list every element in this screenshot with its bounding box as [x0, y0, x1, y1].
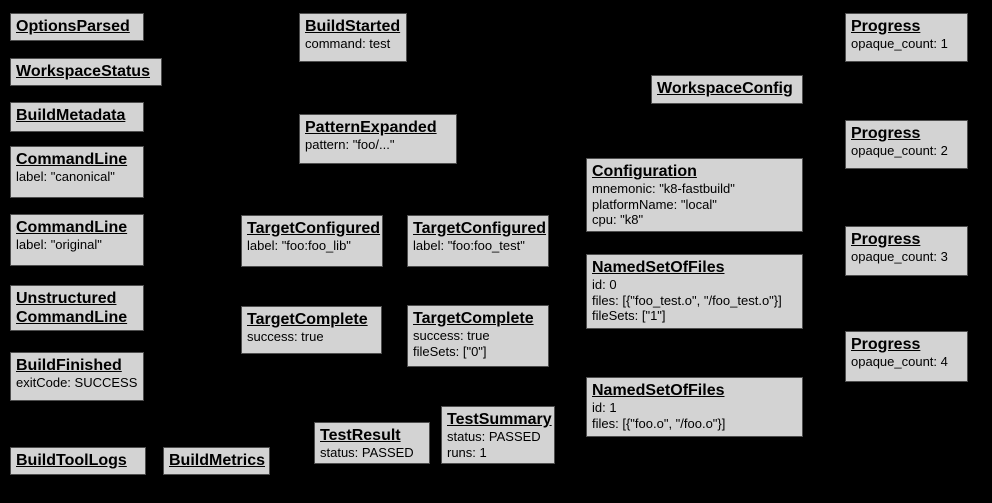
node-build-tool-logs: BuildToolLogs [10, 447, 146, 475]
node-title: Progress [851, 18, 921, 35]
node-field: cpu: "k8" [592, 212, 644, 227]
node-command-line-original: CommandLine label: "original" [10, 214, 144, 266]
node-title: TargetConfigured [413, 220, 547, 237]
node-named-set-of-files-1: NamedSetOfFiles id: 1 files: [{"foo.o", … [586, 377, 803, 437]
node-unstructured-command-line: Unstructured CommandLine [10, 285, 144, 331]
node-title: PatternExpanded [305, 119, 437, 136]
node-build-started: BuildStarted command: test [299, 13, 407, 62]
node-field: fileSets: ["0"] [413, 343, 487, 359]
node-title: Progress [851, 336, 921, 353]
node-title: TestResult [320, 427, 401, 444]
node-field: status: PASSED [447, 429, 541, 444]
node-field: id: 1 [592, 400, 617, 415]
node-field: label: "foo:foo_test" [413, 238, 525, 253]
node-title: BuildStarted [305, 18, 401, 35]
node-field: files: [{"foo.o", "/foo.o"}] [592, 415, 726, 431]
node-title: CommandLine [16, 151, 128, 168]
node-workspace-status: WorkspaceStatus [10, 58, 162, 86]
node-pattern-expanded: PatternExpanded pattern: "foo/..." [299, 114, 457, 164]
node-field: label: "foo:foo_lib" [247, 238, 351, 253]
node-title: TargetComplete [413, 310, 534, 327]
node-build-finished: BuildFinished exitCode: SUCCESS [10, 352, 144, 401]
node-workspace-config: WorkspaceConfig [651, 75, 803, 104]
node-named-set-of-files-0: NamedSetOfFiles id: 0 files: [{"foo_test… [586, 254, 803, 329]
node-title: CommandLine [16, 219, 128, 236]
node-field: id: 0 [592, 277, 617, 292]
node-command-line-canonical: CommandLine label: "canonical" [10, 146, 144, 198]
node-target-configured-foo-test: TargetConfigured label: "foo:foo_test" [407, 215, 549, 267]
node-title: TargetConfigured [247, 220, 381, 237]
node-title: BuildToolLogs [16, 452, 127, 469]
node-field: mnemonic: "k8-fastbuild" [592, 181, 735, 196]
node-title: BuildMetadata [16, 107, 126, 124]
node-target-complete-foo-lib: TargetComplete success: true [241, 306, 382, 354]
node-field: opaque_count: 3 [851, 249, 948, 264]
node-field: pattern: "foo/..." [305, 137, 395, 152]
node-title: WorkspaceConfig [657, 80, 793, 97]
node-field: success: true [413, 328, 490, 343]
node-title: WorkspaceStatus [16, 63, 150, 80]
node-title: BuildMetrics [169, 452, 266, 469]
node-title: TestSummary [447, 411, 552, 428]
node-title: Configuration [592, 163, 697, 180]
node-field: status: PASSED [320, 445, 414, 460]
node-field: platformName: "local" [592, 196, 717, 212]
node-field: label: "canonical" [16, 169, 115, 184]
node-field: files: [{"foo_test.o", "/foo_test.o"}] [592, 292, 782, 308]
node-title: OptionsParsed [16, 18, 130, 35]
node-target-configured-foo-lib: TargetConfigured label: "foo:foo_lib" [241, 215, 383, 267]
node-field: opaque_count: 4 [851, 354, 948, 369]
node-field: opaque_count: 1 [851, 36, 948, 51]
node-build-metadata: BuildMetadata [10, 102, 144, 132]
node-progress-1: Progress opaque_count: 1 [845, 13, 968, 62]
node-field: success: true [247, 329, 324, 344]
node-progress-3: Progress opaque_count: 3 [845, 226, 968, 276]
node-options-parsed: OptionsParsed [10, 13, 144, 41]
node-field: label: "original" [16, 237, 102, 252]
node-progress-4: Progress opaque_count: 4 [845, 331, 968, 382]
node-field: exitCode: SUCCESS [16, 375, 138, 390]
node-target-complete-foo-test: TargetComplete success: true fileSets: [… [407, 305, 549, 367]
node-title: Progress [851, 231, 921, 248]
node-title: NamedSetOfFiles [592, 382, 725, 399]
node-title: BuildFinished [16, 357, 122, 374]
node-test-result: TestResult status: PASSED [314, 422, 430, 464]
node-title: NamedSetOfFiles [592, 259, 725, 276]
node-field: fileSets: ["1"] [592, 308, 666, 323]
node-title: TargetComplete [247, 311, 368, 328]
node-field: command: test [305, 36, 391, 51]
node-field: runs: 1 [447, 444, 487, 460]
node-title: Unstructured [16, 290, 117, 307]
node-build-metrics: BuildMetrics [163, 447, 270, 475]
node-progress-2: Progress opaque_count: 2 [845, 120, 968, 169]
node-title: Progress [851, 125, 921, 142]
node-title: CommandLine [16, 309, 128, 326]
node-test-summary: TestSummary status: PASSED runs: 1 [441, 406, 555, 464]
node-configuration: Configuration mnemonic: "k8-fastbuild" p… [586, 158, 803, 232]
node-field: opaque_count: 2 [851, 143, 948, 158]
